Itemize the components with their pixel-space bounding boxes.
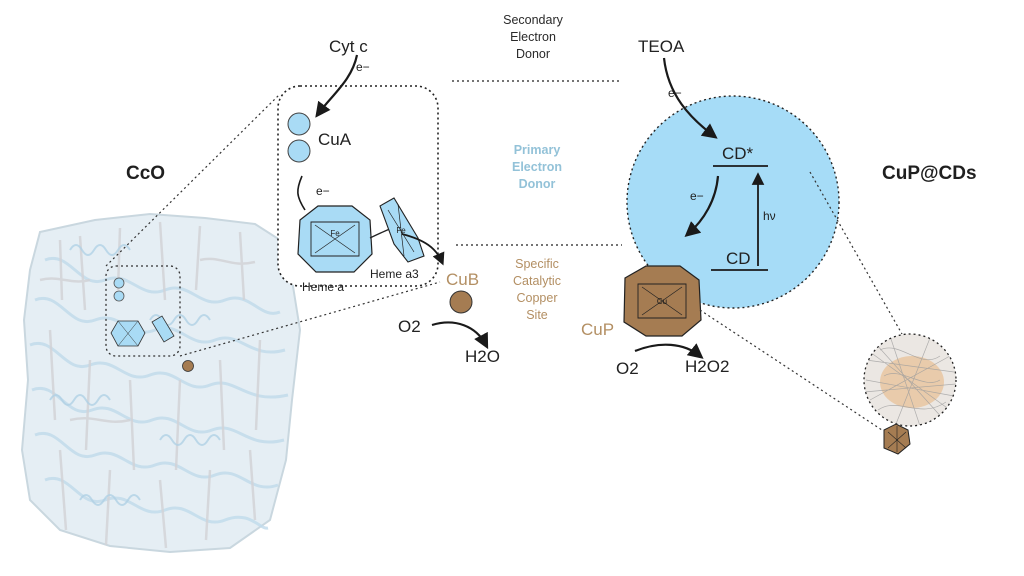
o2-to-h2o2-arrow — [634, 343, 704, 359]
cup-cd-rendering — [863, 333, 957, 427]
heme-a-porphyrin: Fe — [297, 205, 373, 273]
primary-line-1: Primary — [513, 143, 561, 157]
mini-cua-site-2 — [113, 290, 125, 302]
o2-to-h2o-arrow — [431, 321, 489, 350]
cup-cu-label: Cu — [657, 297, 667, 306]
secondary-electron-donor-label: Secondary Electron Donor — [488, 12, 578, 63]
cd-electron-transfer-arrow — [684, 175, 720, 238]
cup-porphyrin: Cu — [623, 265, 702, 337]
heme-to-cub-arrow — [401, 233, 445, 266]
cua-sphere-2 — [287, 139, 311, 163]
secondary-line-3: Donor — [515, 47, 551, 61]
heme-a3-fe-label: Fe — [396, 226, 406, 235]
primary-electron-donor-label: Primary Electron Donor — [492, 142, 582, 193]
specific-line-2: Catalytic — [513, 274, 561, 288]
specific-catalytic-copper-site-label: Specific Catalytic Copper Site — [492, 256, 582, 324]
cua-electron-label: e− — [316, 184, 330, 198]
mini-cub-site — [182, 360, 194, 372]
cyt-c-label: Cyt c — [329, 37, 368, 56]
cd-star-label: CD* — [722, 144, 754, 163]
cco-protein-structure — [20, 212, 302, 554]
secondary-line-2: Electron — [510, 30, 556, 44]
mini-heme-a — [110, 320, 146, 347]
secondary-line-1: Secondary — [503, 13, 563, 27]
specific-line-1: Specific — [515, 257, 559, 271]
cup-label: CuP — [581, 320, 615, 339]
o2-label-left: O2 — [398, 317, 421, 336]
specific-line-3: Copper — [516, 291, 558, 305]
cco-inset-box — [105, 265, 181, 357]
cd-label: CD — [726, 249, 751, 268]
zoom-line-top — [105, 93, 281, 267]
cub-sphere — [449, 290, 473, 314]
cco-title: CcO — [126, 163, 166, 184]
cua-to-heme-link — [297, 175, 306, 211]
o2-label-right: O2 — [616, 359, 639, 378]
heme-a3-porphyrin: Fe — [379, 197, 425, 263]
cub-label: CuB — [446, 270, 480, 289]
h2o-label: H2O — [465, 347, 500, 366]
heme-a3-label: Heme a3 — [370, 267, 419, 281]
zoom-line-right-top — [809, 171, 903, 335]
heme-a-label: Heme a — [302, 280, 345, 294]
cyt-c-electron-label: e− — [356, 60, 370, 74]
zoom-line-right-bottom — [699, 309, 883, 431]
specific-line-4: Site — [526, 308, 548, 322]
cyt-c-electron-arrow — [315, 54, 359, 118]
primary-line-2: Electron — [511, 160, 562, 174]
h-nu-label: hν — [763, 209, 776, 223]
primary-line-3: Donor — [518, 177, 556, 191]
cup-cds-title: CuP@CDs — [882, 163, 977, 184]
h2o2-label: H2O2 — [685, 357, 730, 376]
teoa-electron-label: e− — [668, 86, 682, 100]
heme-a-fe-label: Fe — [330, 229, 340, 238]
cua-label: CuA — [318, 130, 352, 149]
zoom-line-bottom — [179, 281, 441, 357]
cup-mini-tile — [883, 423, 911, 455]
mini-cua-site-1 — [113, 277, 125, 289]
cua-sphere-1 — [287, 112, 311, 136]
carbon-dot-circle — [626, 95, 840, 309]
cd-electron-label: e− — [690, 189, 704, 203]
mini-heme-a3 — [151, 315, 175, 343]
teoa-electron-arrow — [662, 57, 718, 139]
teoa-label: TEOA — [638, 37, 685, 56]
